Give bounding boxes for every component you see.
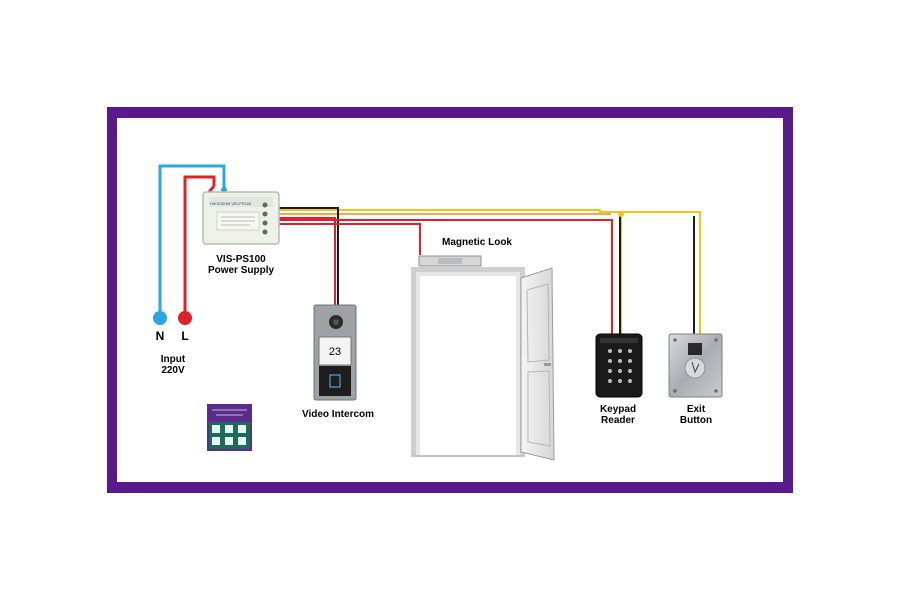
keypad-reader (595, 333, 643, 398)
magnetic-lock-label: Magnetic Look (441, 237, 512, 248)
exit-button-label: Exit Button (670, 404, 722, 426)
keypad-reader-label: Keypad Reader (592, 404, 644, 426)
exit-button (668, 333, 723, 398)
live-terminal-icon (178, 311, 192, 325)
neutral-terminal-icon (153, 311, 167, 325)
mains-input-label: Input 220V (145, 354, 201, 376)
power-supply-brand: HIKVISION VIS-PS100 (210, 201, 252, 206)
exit-line2: Button (679, 415, 713, 426)
power-supply-name: VIS-PS100 (216, 254, 266, 265)
magnetic-lock (418, 255, 482, 267)
black-wire (278, 207, 695, 336)
yellow-junction (618, 211, 624, 217)
neutral-wire (158, 164, 226, 318)
exit-line1: Exit (686, 404, 706, 415)
intercom-display-number: 23 (329, 346, 341, 358)
power-supply-subtitle: Power Supply (207, 265, 275, 276)
video-intercom-panel (313, 304, 357, 401)
power-supply-label: VIS-PS100 Power Supply (206, 254, 276, 276)
keypad-line1: Keypad (599, 404, 637, 415)
keypad-line2: Reader (601, 415, 635, 426)
neutral-label: N (155, 329, 165, 343)
red-wire (278, 217, 613, 336)
power-supply-box (202, 191, 280, 245)
door (411, 267, 555, 461)
video-intercom-label: Video Intercom (301, 409, 375, 420)
input-label: Input (160, 354, 186, 365)
app-thumbnail (207, 404, 252, 451)
voltage-label: 220V (161, 365, 185, 376)
live-label: L (181, 329, 189, 343)
